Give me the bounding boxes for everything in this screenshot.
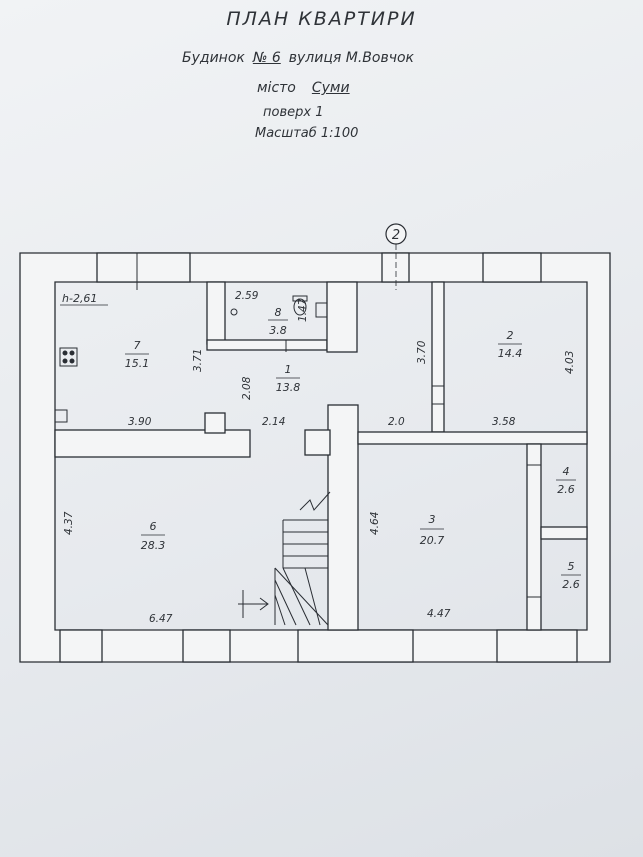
window-top-2 bbox=[381, 252, 410, 283]
exterior-wall bbox=[19, 252, 611, 663]
room-area: 3.8 bbox=[269, 324, 287, 337]
wall-room2-bottom bbox=[357, 431, 588, 445]
room-area: 20.7 bbox=[420, 534, 445, 547]
window-bottom-3 bbox=[297, 629, 414, 663]
city-name: Суми bbox=[311, 80, 350, 96]
dimension-label: 2.0 bbox=[388, 416, 405, 428]
dimension-label: 3.58 bbox=[492, 416, 516, 428]
room-number: 6 bbox=[150, 520, 157, 533]
dimension-label: 4.03 bbox=[564, 351, 576, 374]
room-number: 3 bbox=[429, 513, 436, 526]
room-area: 13.8 bbox=[276, 381, 301, 394]
room-area: 14.4 bbox=[498, 347, 523, 360]
house-label: Будинок bbox=[182, 50, 245, 66]
room-area: 2.6 bbox=[562, 578, 580, 591]
wall-nook bbox=[204, 412, 226, 434]
room-number: 4 bbox=[563, 465, 570, 478]
room-area: 28.3 bbox=[141, 539, 166, 552]
scale-label: Масштаб 1:100 bbox=[255, 126, 359, 141]
wall-bath-left bbox=[206, 281, 226, 345]
city-label: місто bbox=[257, 80, 296, 96]
dimension-label: 4.47 bbox=[427, 608, 451, 620]
dimension-label: 2.59 bbox=[235, 290, 259, 302]
window-bottom-2 bbox=[182, 629, 231, 663]
dimension-label: 3.70 bbox=[416, 340, 428, 364]
floor-label: поверх 1 bbox=[263, 105, 324, 120]
window-bottom-1 bbox=[59, 629, 103, 663]
room-number: 5 bbox=[568, 560, 575, 573]
address-line: Будинок № 6 вулиця М.Вовчок bbox=[182, 50, 414, 66]
room-number: 1 bbox=[285, 363, 292, 376]
axis-marker-label: 2 bbox=[392, 228, 400, 243]
plan-title: ПЛАН КВАРТИРИ bbox=[226, 8, 417, 30]
wall-bath-right bbox=[326, 281, 358, 353]
street-label: вулиця bbox=[288, 50, 342, 66]
sink-icon bbox=[54, 409, 68, 423]
window-top-3 bbox=[482, 252, 542, 283]
wall-closets-mid bbox=[540, 526, 588, 540]
street-name: М.Вовчок bbox=[345, 50, 415, 66]
staircase bbox=[238, 491, 331, 626]
dimension-label: 3.71 bbox=[192, 349, 204, 372]
house-number: № 6 bbox=[252, 50, 281, 66]
stove-icon bbox=[59, 347, 78, 367]
room-area: 2.6 bbox=[557, 483, 575, 496]
dimension-label: 4.37 bbox=[63, 511, 75, 535]
room-area: 15.1 bbox=[125, 357, 150, 370]
dimension-label: 1.47 bbox=[297, 298, 309, 322]
wall-stair-spine bbox=[327, 404, 359, 631]
window-bottom-4 bbox=[496, 629, 578, 663]
toilet-icon bbox=[293, 298, 307, 316]
wall-bath-bottom bbox=[206, 339, 328, 351]
room-number: 7 bbox=[134, 339, 141, 352]
city-line: місто Суми bbox=[257, 80, 350, 96]
height-note: h-2,61 bbox=[62, 292, 97, 305]
room-number: 8 bbox=[275, 306, 282, 319]
shower-icon bbox=[315, 302, 328, 318]
dimension-label: 4.64 bbox=[369, 512, 381, 535]
window-top-1 bbox=[96, 252, 191, 283]
dimension-label: 2.14 bbox=[262, 416, 285, 428]
wall-closets-left bbox=[526, 443, 542, 631]
light-icon bbox=[230, 308, 238, 316]
dimension-label: 3.90 bbox=[128, 416, 152, 428]
dimension-label: 6.47 bbox=[149, 613, 173, 625]
dimension-label: 2.08 bbox=[241, 376, 253, 400]
wall-room6-top bbox=[54, 429, 251, 458]
wall-corr-stub bbox=[304, 429, 331, 456]
wall-room2-left bbox=[431, 281, 445, 433]
room-number: 2 bbox=[507, 329, 514, 342]
